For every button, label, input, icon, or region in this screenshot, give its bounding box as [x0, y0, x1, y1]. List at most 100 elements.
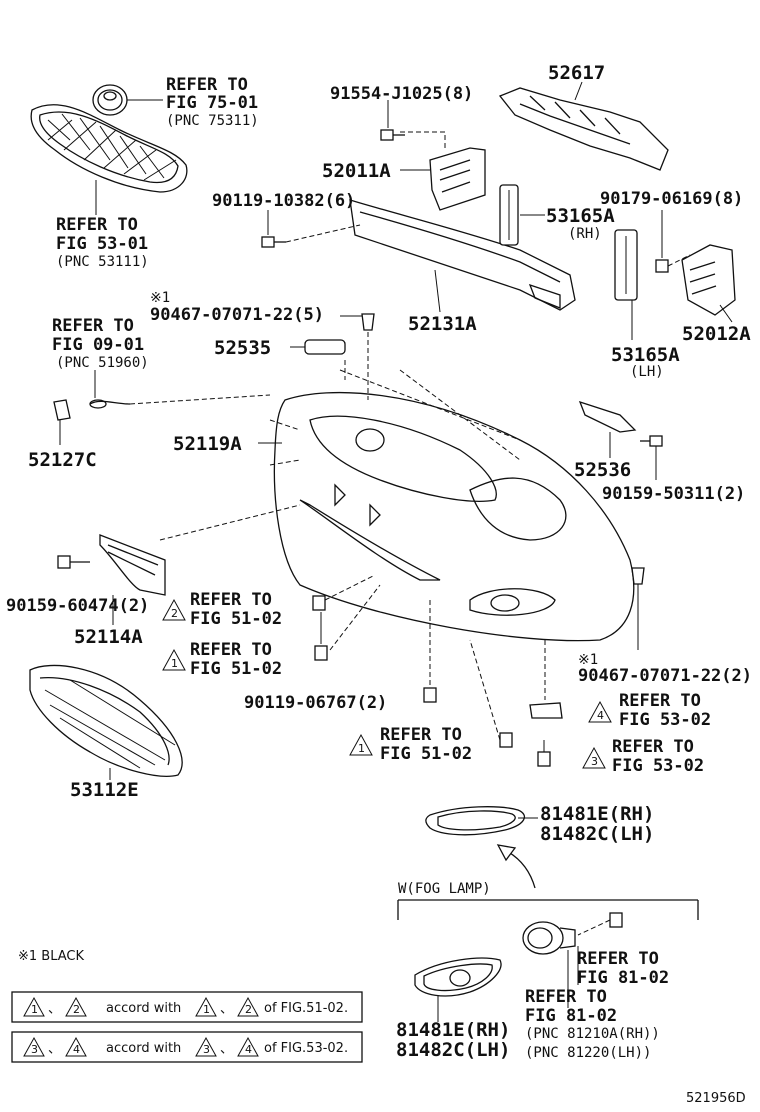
svg-text:、: 、: [220, 1002, 233, 1017]
label-52131A: 52131A: [408, 313, 477, 335]
label-81482C-top: 81482C(LH): [540, 823, 654, 845]
label-90119-06767: 90119-06767(2): [244, 693, 387, 713]
bolt-90119-10382-drawing: [261, 210, 361, 248]
label-refer-51-b2: FIG 51-02: [190, 659, 282, 679]
label-refer-51-a2: REFER TO: [190, 640, 272, 660]
fog-lamp-drawing: [522, 912, 623, 1008]
label-90179: 90179-06169(8): [600, 189, 743, 209]
svg-text:4: 4: [597, 709, 604, 722]
clip-90467-top-drawing: [340, 313, 375, 400]
triangle-4: 4: [588, 700, 612, 723]
label-refer-53-02-a2: REFER TO: [612, 737, 694, 757]
label-refer-09-c: (PNC 51960): [56, 355, 149, 371]
legend-row-2-text: accord with: [106, 1041, 181, 1056]
fog-lamp-bracket-drawing: [397, 899, 699, 920]
bracket-52617-drawing: [498, 81, 669, 171]
label-refer-51-b3: FIG 51-02: [380, 744, 472, 764]
bolt-90119-06767-drawing: [423, 600, 437, 703]
reference-triangles: 2 1 4 1 3: [162, 598, 612, 769]
stay-53165A-lh-drawing: [614, 229, 638, 340]
label-lh-tag: (LH): [630, 364, 664, 380]
legend-black-note: ※1 BLACK: [18, 949, 84, 964]
label-52127C: 52127C: [28, 449, 97, 471]
label-refer-81-a1: REFER TO: [577, 949, 659, 969]
diagram-id: 521956D: [686, 1091, 746, 1106]
label-star1-b: ※1: [578, 652, 598, 668]
legend-row-1-box: [11, 991, 363, 1023]
label-pnc-81210A: (PNC 81210A(RH)): [525, 1026, 660, 1042]
label-refer-53-a: REFER TO: [56, 215, 138, 235]
label-52119A: 52119A: [173, 433, 242, 455]
label-refer-81-b1: FIG 81-02: [577, 968, 669, 988]
lower-grille-53112E-drawing: [29, 664, 183, 780]
fog-cover-bottom-drawing: [414, 957, 502, 1022]
label-81481E-bottom: 81481E(RH): [396, 1019, 510, 1041]
license-bracket-52114A-drawing: [57, 504, 301, 625]
label-refer-75-c: (PNC 75311): [166, 113, 259, 129]
svg-text:3: 3: [591, 755, 598, 768]
bolt-51-02-bottom-drawing: [469, 639, 513, 748]
svg-text:1: 1: [31, 1003, 38, 1016]
label-refer-53-b: FIG 53-01: [56, 234, 148, 254]
svg-text:1: 1: [203, 1003, 210, 1016]
fog-cover-top-drawing: [425, 806, 538, 836]
svg-text:2: 2: [171, 607, 178, 620]
legend-row-1-fig: of FIG.51-02.: [264, 1001, 348, 1016]
label-fog-lamp: W(FOG LAMP): [398, 881, 491, 897]
bolt-53-02-3-drawing: [537, 740, 551, 767]
svg-text:、: 、: [48, 1042, 61, 1057]
emblem-drawing: [92, 84, 163, 116]
label-91554: 91554-J1025(8): [330, 84, 473, 104]
label-81482C-bottom: 81482C(LH): [396, 1039, 510, 1061]
svg-text:、: 、: [48, 1002, 61, 1017]
label-refer-53-02-b1: FIG 53-02: [619, 710, 711, 730]
triangle-2-mid: 2: [162, 598, 186, 621]
label-refer-51-a3: REFER TO: [380, 725, 462, 745]
svg-text:2: 2: [245, 1003, 252, 1016]
bracket-52012A-drawing: [681, 244, 736, 323]
svg-text:3: 3: [203, 1043, 210, 1056]
label-52617: 52617: [548, 62, 605, 84]
svg-text:、: 、: [220, 1042, 233, 1057]
svg-text:4: 4: [245, 1043, 252, 1056]
triangle-3: 3: [582, 746, 606, 769]
label-refer-51-a1: REFER TO: [190, 590, 272, 610]
legend: ※1 BLACK 1 、 2 accord with 1 、 2 of FIG.…: [11, 949, 363, 1063]
nut-90179-drawing: [655, 210, 691, 273]
label-52012A: 52012A: [682, 323, 751, 345]
label-star1-a: ※1: [150, 290, 170, 306]
label-refer-53-02-b2: FIG 53-02: [612, 756, 704, 776]
retainer-52535-drawing: [290, 339, 346, 380]
stay-53165A-rh-drawing: [499, 184, 545, 246]
bumper-cover-52119A-drawing: [258, 369, 635, 642]
clip-90467-bottom-drawing: [631, 567, 645, 650]
label-53165A-rh: 53165A: [546, 205, 615, 227]
bolt-91554-drawing: [380, 100, 446, 150]
legend-row-2-fig: of FIG.53-02.: [264, 1041, 348, 1056]
label-53165A-lh: 53165A: [611, 344, 680, 366]
triangle-1-bottom: 1: [349, 733, 373, 756]
label-refer-81-a2: REFER TO: [525, 987, 607, 1007]
label-90119-10382: 90119-10382(6): [212, 191, 355, 211]
label-53112E: 53112E: [70, 779, 139, 801]
legend-row-1-text: accord with: [106, 1001, 181, 1016]
fastener-group-middle-drawing: [312, 574, 381, 661]
retainer-52127C-drawing: [53, 370, 271, 445]
triangle-1-mid: 1: [162, 648, 186, 671]
label-90159-50311: 90159-50311(2): [602, 484, 745, 504]
label-52535: 52535: [214, 337, 271, 359]
label-refer-81-b2: FIG 81-02: [525, 1006, 617, 1026]
label-refer-51-b1: FIG 51-02: [190, 609, 282, 629]
upper-grille-drawing: [30, 104, 188, 193]
retainer-52536-drawing: [578, 400, 663, 480]
label-refer-09-b: FIG 09-01: [52, 335, 144, 355]
reinforcement-52131A-drawing: [349, 199, 576, 313]
label-refer-53-02-a1: REFER TO: [619, 691, 701, 711]
label-refer-53-c: (PNC 53111): [56, 254, 149, 270]
label-90467-b: 90467-07071-22(2): [578, 666, 752, 686]
svg-text:3: 3: [31, 1043, 38, 1056]
legend-row-2-box: [11, 1031, 363, 1063]
label-52114A: 52114A: [74, 626, 143, 648]
label-90467-a: 90467-07071-22(5): [150, 305, 324, 325]
